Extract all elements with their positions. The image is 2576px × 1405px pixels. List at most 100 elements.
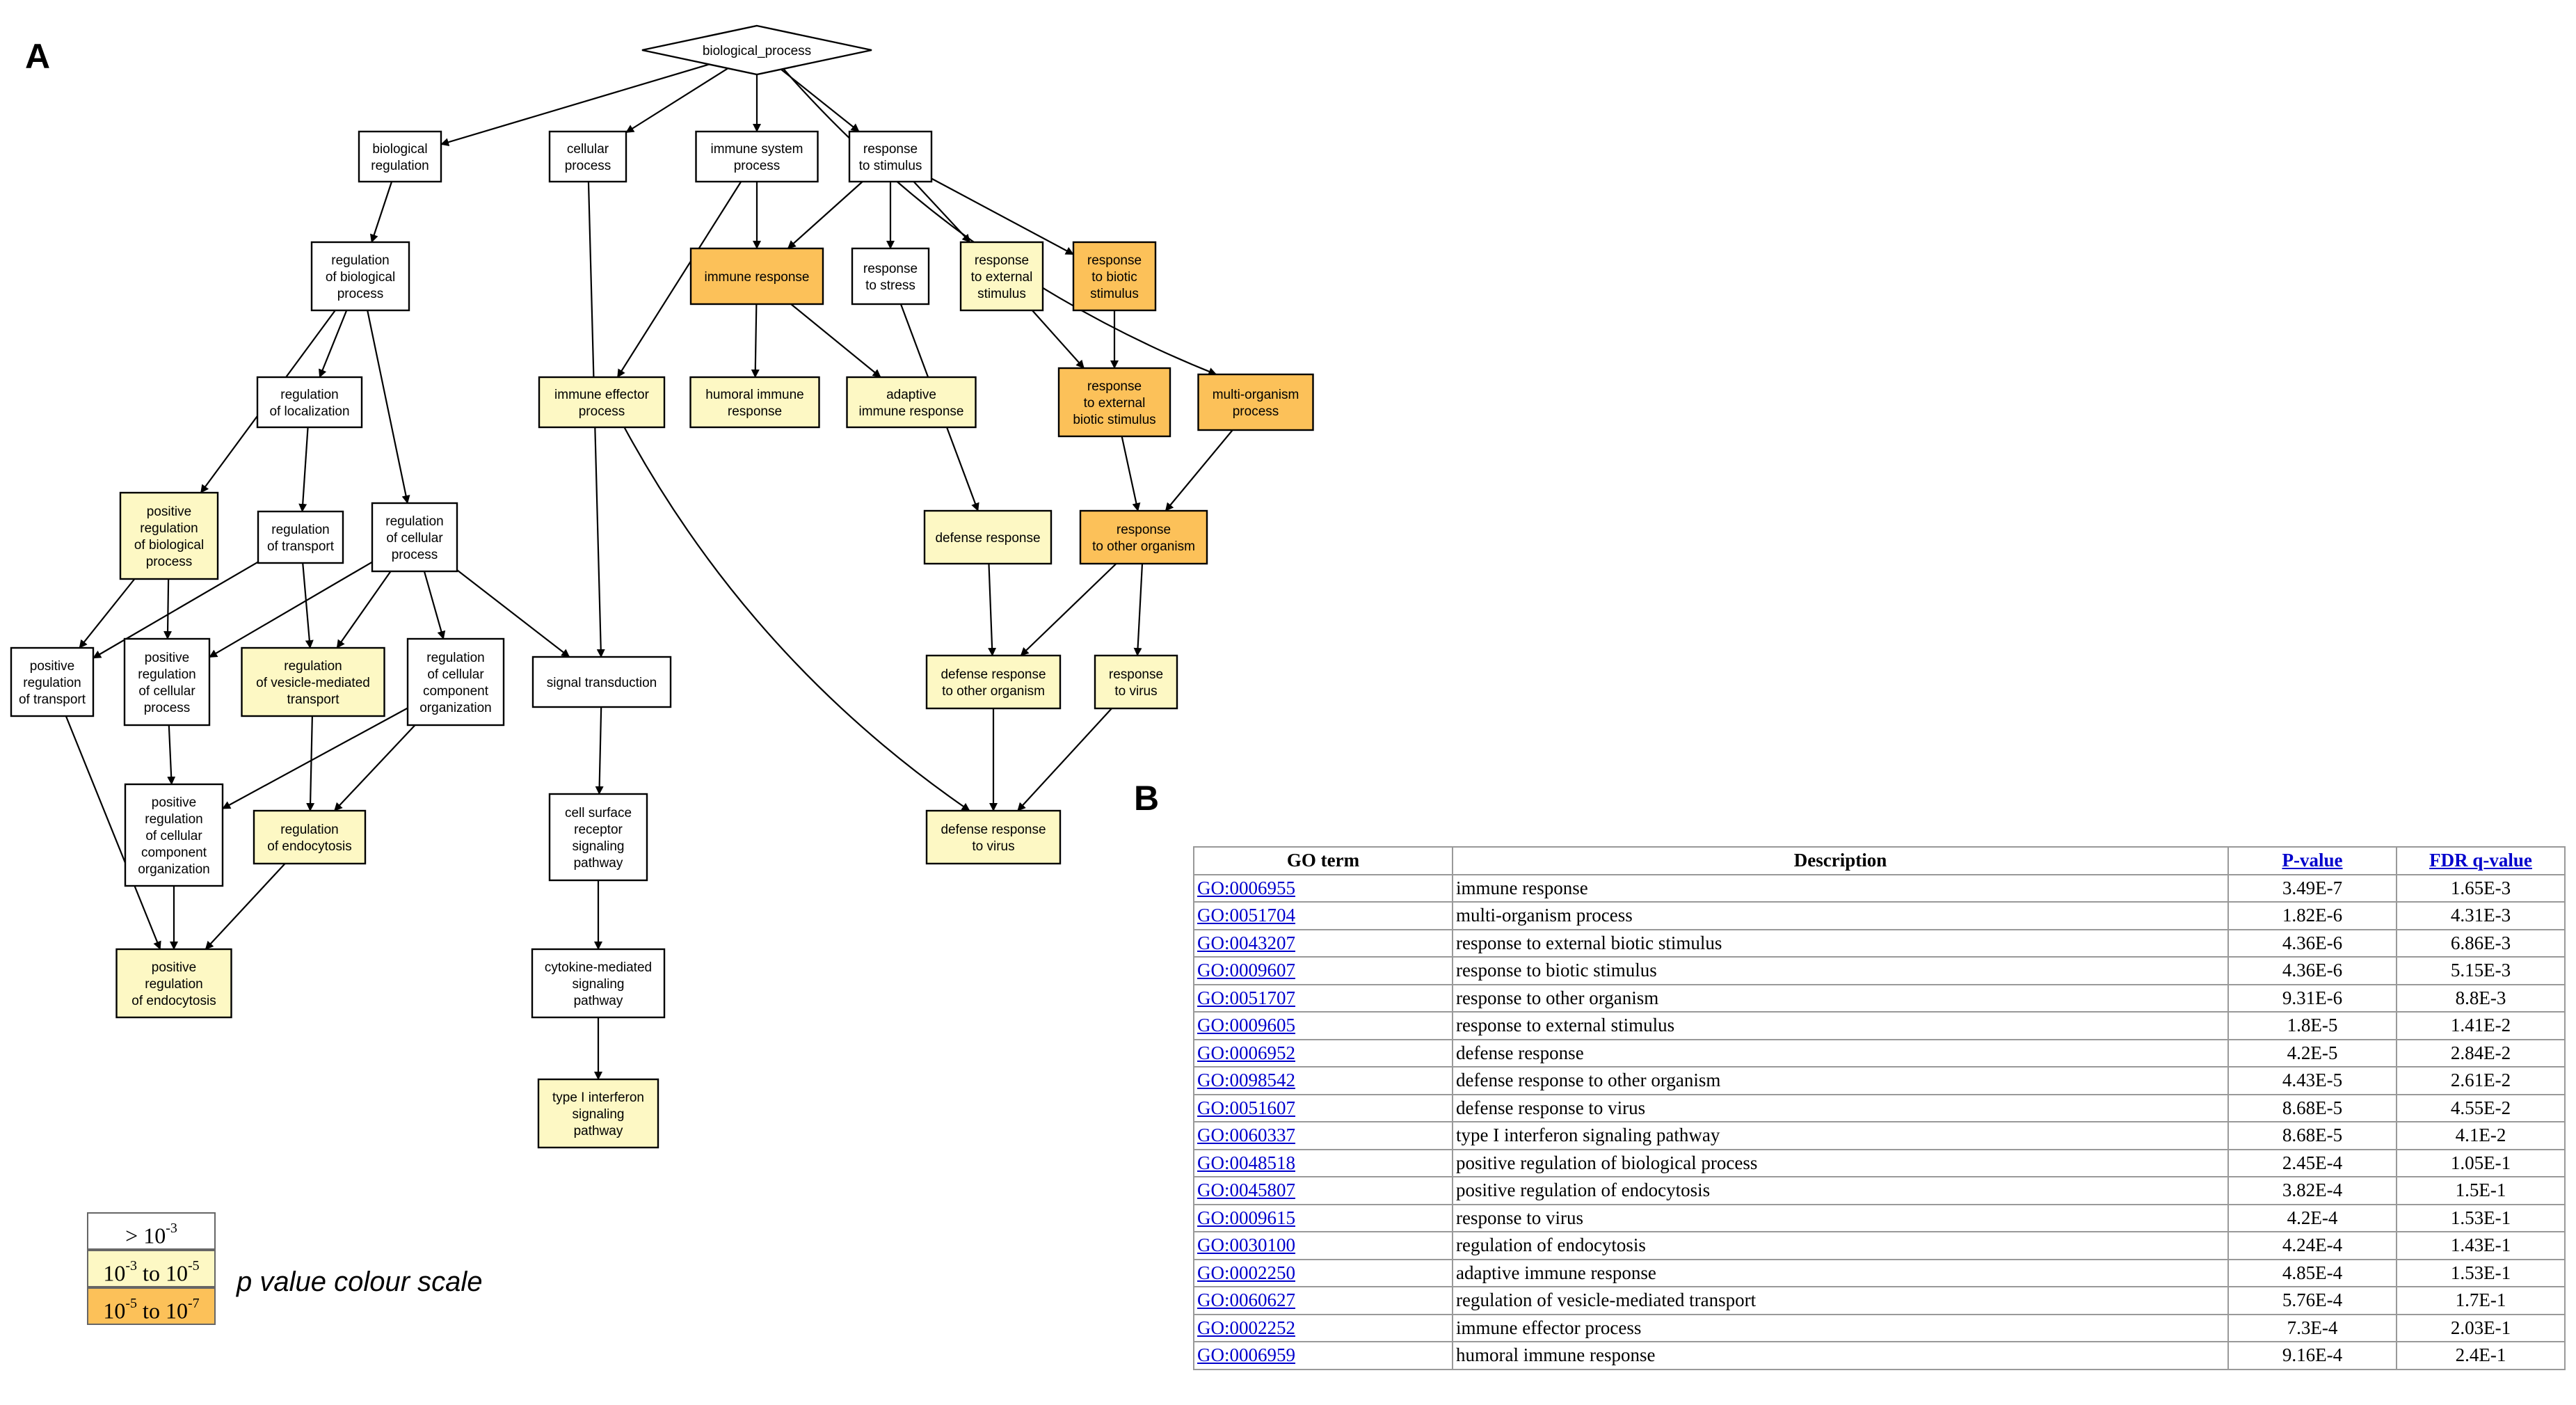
go-term-cell[interactable]: GO:0002252: [1193, 1313, 1453, 1342]
fdr-q-value-cell: 6.86E-3: [2396, 928, 2566, 958]
go-term-link[interactable]: GO:0030100: [1197, 1235, 1295, 1256]
go-term-cell[interactable]: GO:0060337: [1193, 1121, 1453, 1150]
p-value-cell: 4.43E-5: [2227, 1066, 2397, 1095]
legend-orange-exp1: -5: [125, 1296, 138, 1311]
go-term-cell[interactable]: GO:0060627: [1193, 1286, 1453, 1315]
go-term-cell[interactable]: GO:0006955: [1193, 873, 1453, 903]
node-rloc-box: [256, 376, 363, 429]
go-term-link[interactable]: GO:0006955: [1197, 877, 1295, 898]
description-cell: defense response to virus: [1452, 1093, 2229, 1122]
go-term-link[interactable]: GO:0045807: [1197, 1180, 1295, 1201]
node-poscell-label: process: [144, 701, 191, 715]
node-adaptive-label: adaptive: [886, 388, 936, 402]
fdr-q-value-cell: 1.53E-1: [2396, 1258, 2566, 1287]
p-value-sort-link[interactable]: P-value: [2282, 850, 2343, 871]
description-cell: positive regulation of endocytosis: [1452, 1176, 2229, 1205]
node-rendo-label: of endocytosis: [267, 839, 351, 854]
go-term-cell[interactable]: GO:0030100: [1193, 1231, 1453, 1260]
go-term-cell[interactable]: GO:0009615: [1193, 1203, 1453, 1232]
go-term-cell[interactable]: GO:0006952: [1193, 1038, 1453, 1067]
node-rccomp-label: regulation: [426, 651, 484, 665]
description-cell: defense response to other organism: [1452, 1066, 2229, 1095]
fdr-q-value-cell: 1.5E-1: [2396, 1176, 2566, 1205]
fdr-q-value-cell: 2.61E-2: [2396, 1066, 2566, 1095]
go-term-cell[interactable]: GO:0009605: [1193, 1011, 1453, 1040]
go-term-cell[interactable]: GO:0009607: [1193, 956, 1453, 985]
go-term-link[interactable]: GO:0002252: [1197, 1317, 1295, 1338]
edge-sigtrans-to-csrsp: [595, 706, 604, 795]
table-header-row: GO term Description P-value FDR q-value: [1193, 846, 2566, 875]
go-term-link[interactable]: GO:0009615: [1197, 1207, 1295, 1228]
node-adaptive-box: [846, 376, 977, 429]
fdr-sort-link[interactable]: FDR q-value: [2429, 850, 2532, 871]
header-fdr-q-value[interactable]: FDR q-value: [2396, 846, 2566, 875]
description-cell: regulation of endocytosis: [1452, 1231, 2229, 1260]
go-term-cell[interactable]: GO:0098542: [1193, 1066, 1453, 1095]
go-term-link[interactable]: GO:0098542: [1197, 1070, 1295, 1091]
node-bp: biological_process: [641, 24, 872, 76]
go-term-link[interactable]: GO:0051704: [1197, 905, 1295, 926]
go-term-link[interactable]: GO:0002250: [1197, 1262, 1295, 1283]
go-term-link[interactable]: GO:0051707: [1197, 987, 1295, 1008]
go-term-link[interactable]: GO:0051607: [1197, 1097, 1295, 1118]
go-term-link[interactable]: GO:0009607: [1197, 960, 1295, 981]
node-sigtrans: signal transduction: [531, 656, 672, 708]
go-term-link[interactable]: GO:0048518: [1197, 1152, 1295, 1173]
legend-yellow-base1: 10: [103, 1260, 126, 1286]
go-term-cell[interactable]: GO:0051607: [1193, 1093, 1453, 1122]
go-term-link[interactable]: GO:0043207: [1197, 932, 1295, 953]
panel-a-label: A: [25, 37, 51, 76]
edge-isp-to-ieff: [616, 181, 742, 378]
node-multi-label: multi-organism: [1213, 388, 1299, 402]
go-term-cell[interactable]: GO:0002250: [1193, 1258, 1453, 1287]
node-csrsp-label: receptor: [574, 823, 623, 837]
header-p-value[interactable]: P-value: [2227, 846, 2397, 875]
go-term-cell[interactable]: GO:0006959: [1193, 1341, 1453, 1370]
node-rextbio-label: response: [1087, 379, 1142, 394]
go-term-link[interactable]: GO:0009605: [1197, 1015, 1295, 1036]
go-term-link[interactable]: GO:0060337: [1197, 1125, 1295, 1146]
go-term-link[interactable]: GO:0006952: [1197, 1042, 1295, 1063]
go-term-link[interactable]: GO:0060627: [1197, 1289, 1295, 1311]
node-rstress-label: response: [863, 262, 918, 276]
go-term-cell[interactable]: GO:0045807: [1193, 1176, 1453, 1205]
node-defvirus-label: defense response: [941, 823, 1046, 837]
p-value-cell: 4.36E-6: [2227, 928, 2397, 958]
node-rves-label: regulation: [284, 659, 342, 674]
p-value-cell: 4.24E-4: [2227, 1231, 2397, 1260]
node-iresp-label: immune response: [704, 270, 809, 285]
node-rext-box: [959, 241, 1044, 312]
node-rccomp-label: component: [423, 684, 489, 699]
header-go-term: GO term: [1193, 846, 1453, 875]
node-rendo-label: regulation: [280, 823, 338, 837]
legend-orange-box: 10-5 to 10-7: [87, 1287, 216, 1325]
go-term-cell[interactable]: GO:0043207: [1193, 928, 1453, 958]
go-term-cell[interactable]: GO:0048518: [1193, 1148, 1453, 1177]
node-rtrans-label: of transport: [267, 539, 335, 554]
p-value-cell: 1.8E-5: [2227, 1011, 2397, 1040]
p-value-cell: 9.31E-6: [2227, 983, 2397, 1013]
node-rother-label: to other organism: [1092, 539, 1195, 554]
description-cell: adaptive immune response: [1452, 1258, 2229, 1287]
node-ieff-box: [538, 376, 666, 429]
node-iresp-box: [689, 247, 824, 305]
fdr-q-value-cell: 1.65E-3: [2396, 873, 2566, 903]
go-term-cell[interactable]: GO:0051707: [1193, 983, 1453, 1013]
node-rcell-label: process: [392, 548, 438, 562]
go-term-link[interactable]: GO:0006959: [1197, 1344, 1295, 1366]
go-term-cell[interactable]: GO:0051704: [1193, 901, 1453, 930]
node-humoral-box: [689, 376, 820, 429]
node-poscell-label: regulation: [138, 667, 195, 682]
node-posendo-label: positive: [152, 960, 196, 975]
